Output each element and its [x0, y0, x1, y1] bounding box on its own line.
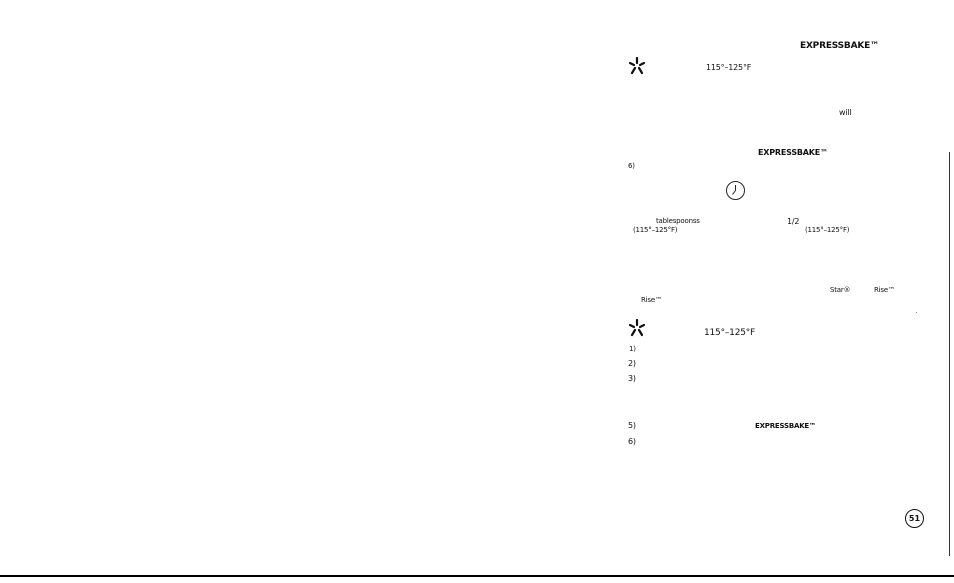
expressbake-label: EXPRESSBAKE™ — [755, 422, 816, 430]
step-number: 5) — [628, 421, 636, 430]
temperature-range: 115°–125°F — [706, 63, 752, 72]
bottom-rule — [0, 575, 954, 577]
brand-rise: Rise™ — [874, 286, 895, 294]
temperature-range: (115°–125°F) — [805, 226, 850, 234]
page-number-badge: 51 — [905, 509, 924, 528]
brand-rise: Rise™ — [641, 296, 662, 304]
asterisk-icon — [628, 319, 646, 337]
word-will: will — [839, 108, 852, 117]
step-number: 1) — [629, 345, 636, 353]
step-number: 3) — [628, 374, 636, 383]
brand-star: Star® — [830, 286, 851, 294]
temperature-range: (115°–125°F) — [633, 226, 678, 234]
page-edge-rule — [949, 152, 950, 556]
expressbake-label: EXPRESSBAKE™ — [800, 41, 879, 51]
asterisk-icon — [628, 57, 646, 75]
speck — [916, 312, 917, 313]
expressbake-label: EXPRESSBAKE™ — [758, 148, 828, 157]
clock-icon — [726, 181, 745, 200]
word-tablespoonss: tablespoonss — [656, 217, 700, 225]
fraction-half: 1/2 — [787, 217, 800, 226]
step-number: 2) — [628, 359, 636, 368]
step-number: 6) — [628, 437, 636, 446]
temperature-range: 115°–125°F — [704, 328, 756, 338]
step-number: 6) — [628, 162, 635, 170]
